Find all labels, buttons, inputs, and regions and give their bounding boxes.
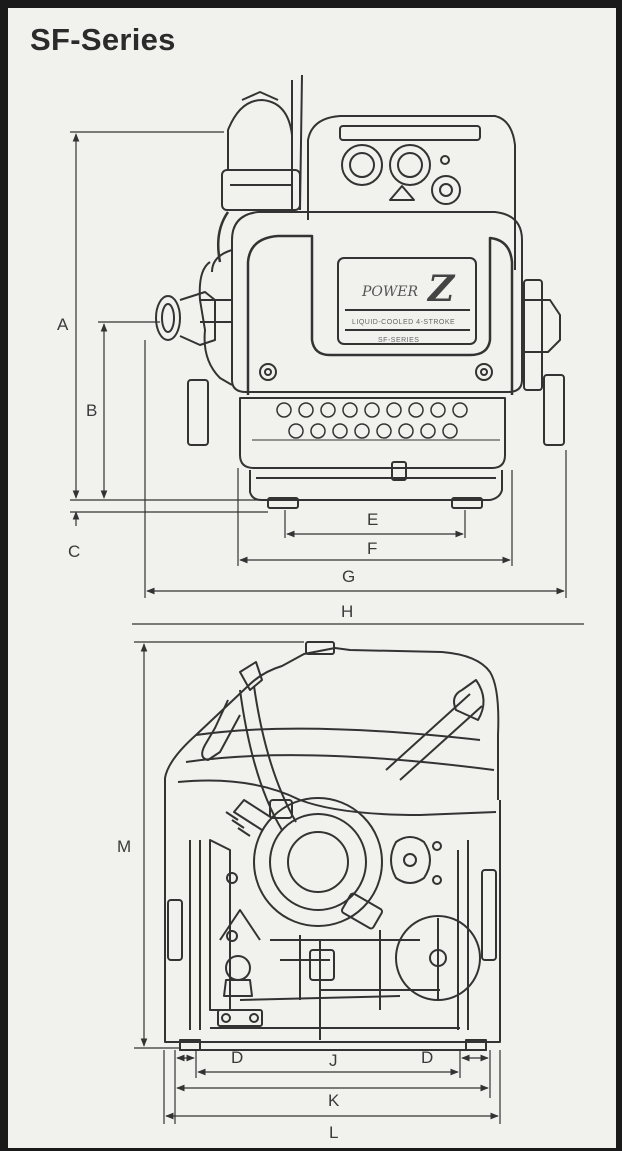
main-housing [231,211,523,393]
dimension-label-l: L [329,1123,338,1142]
dimension-label-c: C [68,542,80,561]
gauge-right-icon [389,144,431,186]
dimension-label-d-left: D [231,1048,243,1067]
dimension-label-f: F [367,539,377,558]
dimension-label-j: J [329,1051,338,1070]
brand-panel [337,257,477,345]
throttle-knob-icon [431,175,461,205]
side-foot-left [179,1039,201,1051]
dimension-label-a: A [57,315,69,334]
brand-plate [339,125,481,141]
side-foot-right [465,1039,487,1051]
side-view-dimensions [134,641,501,1124]
dimension-label-m: M [117,837,131,856]
tank-cap-icon [305,641,335,655]
gauge-left-icon [341,144,383,186]
fuel-tank [164,647,500,840]
vent-holes [276,402,468,439]
brand-text: POWER [361,284,419,300]
dimension-label-e: E [367,510,378,529]
inlet-flange-icon [390,836,431,884]
recoil-starter-icon [155,295,181,341]
foot-right [451,497,483,509]
fuel-cap-icon [227,99,293,172]
page-title: SF-Series [30,22,176,57]
pump-outlet-icon [287,831,349,893]
dimension-label-d-right: D [421,1048,433,1067]
dimension-label-h: H [341,602,353,621]
cooling-section [239,397,506,469]
front-view-drawing [155,74,565,509]
brand-letter: Z [426,268,456,310]
dimension-label-b: B [86,401,97,420]
panel-line-2: SF-SERIES [378,337,419,344]
pump-volute-icon [253,797,383,927]
side-view-drawing [164,641,501,1051]
dimension-label-g: G [342,567,355,586]
foot-left [267,497,299,509]
front-view-dimensions [70,131,584,625]
dimension-label-k: K [328,1091,340,1110]
panel-line-1: LIQUID-COOLED 4-STROKE [352,319,455,326]
